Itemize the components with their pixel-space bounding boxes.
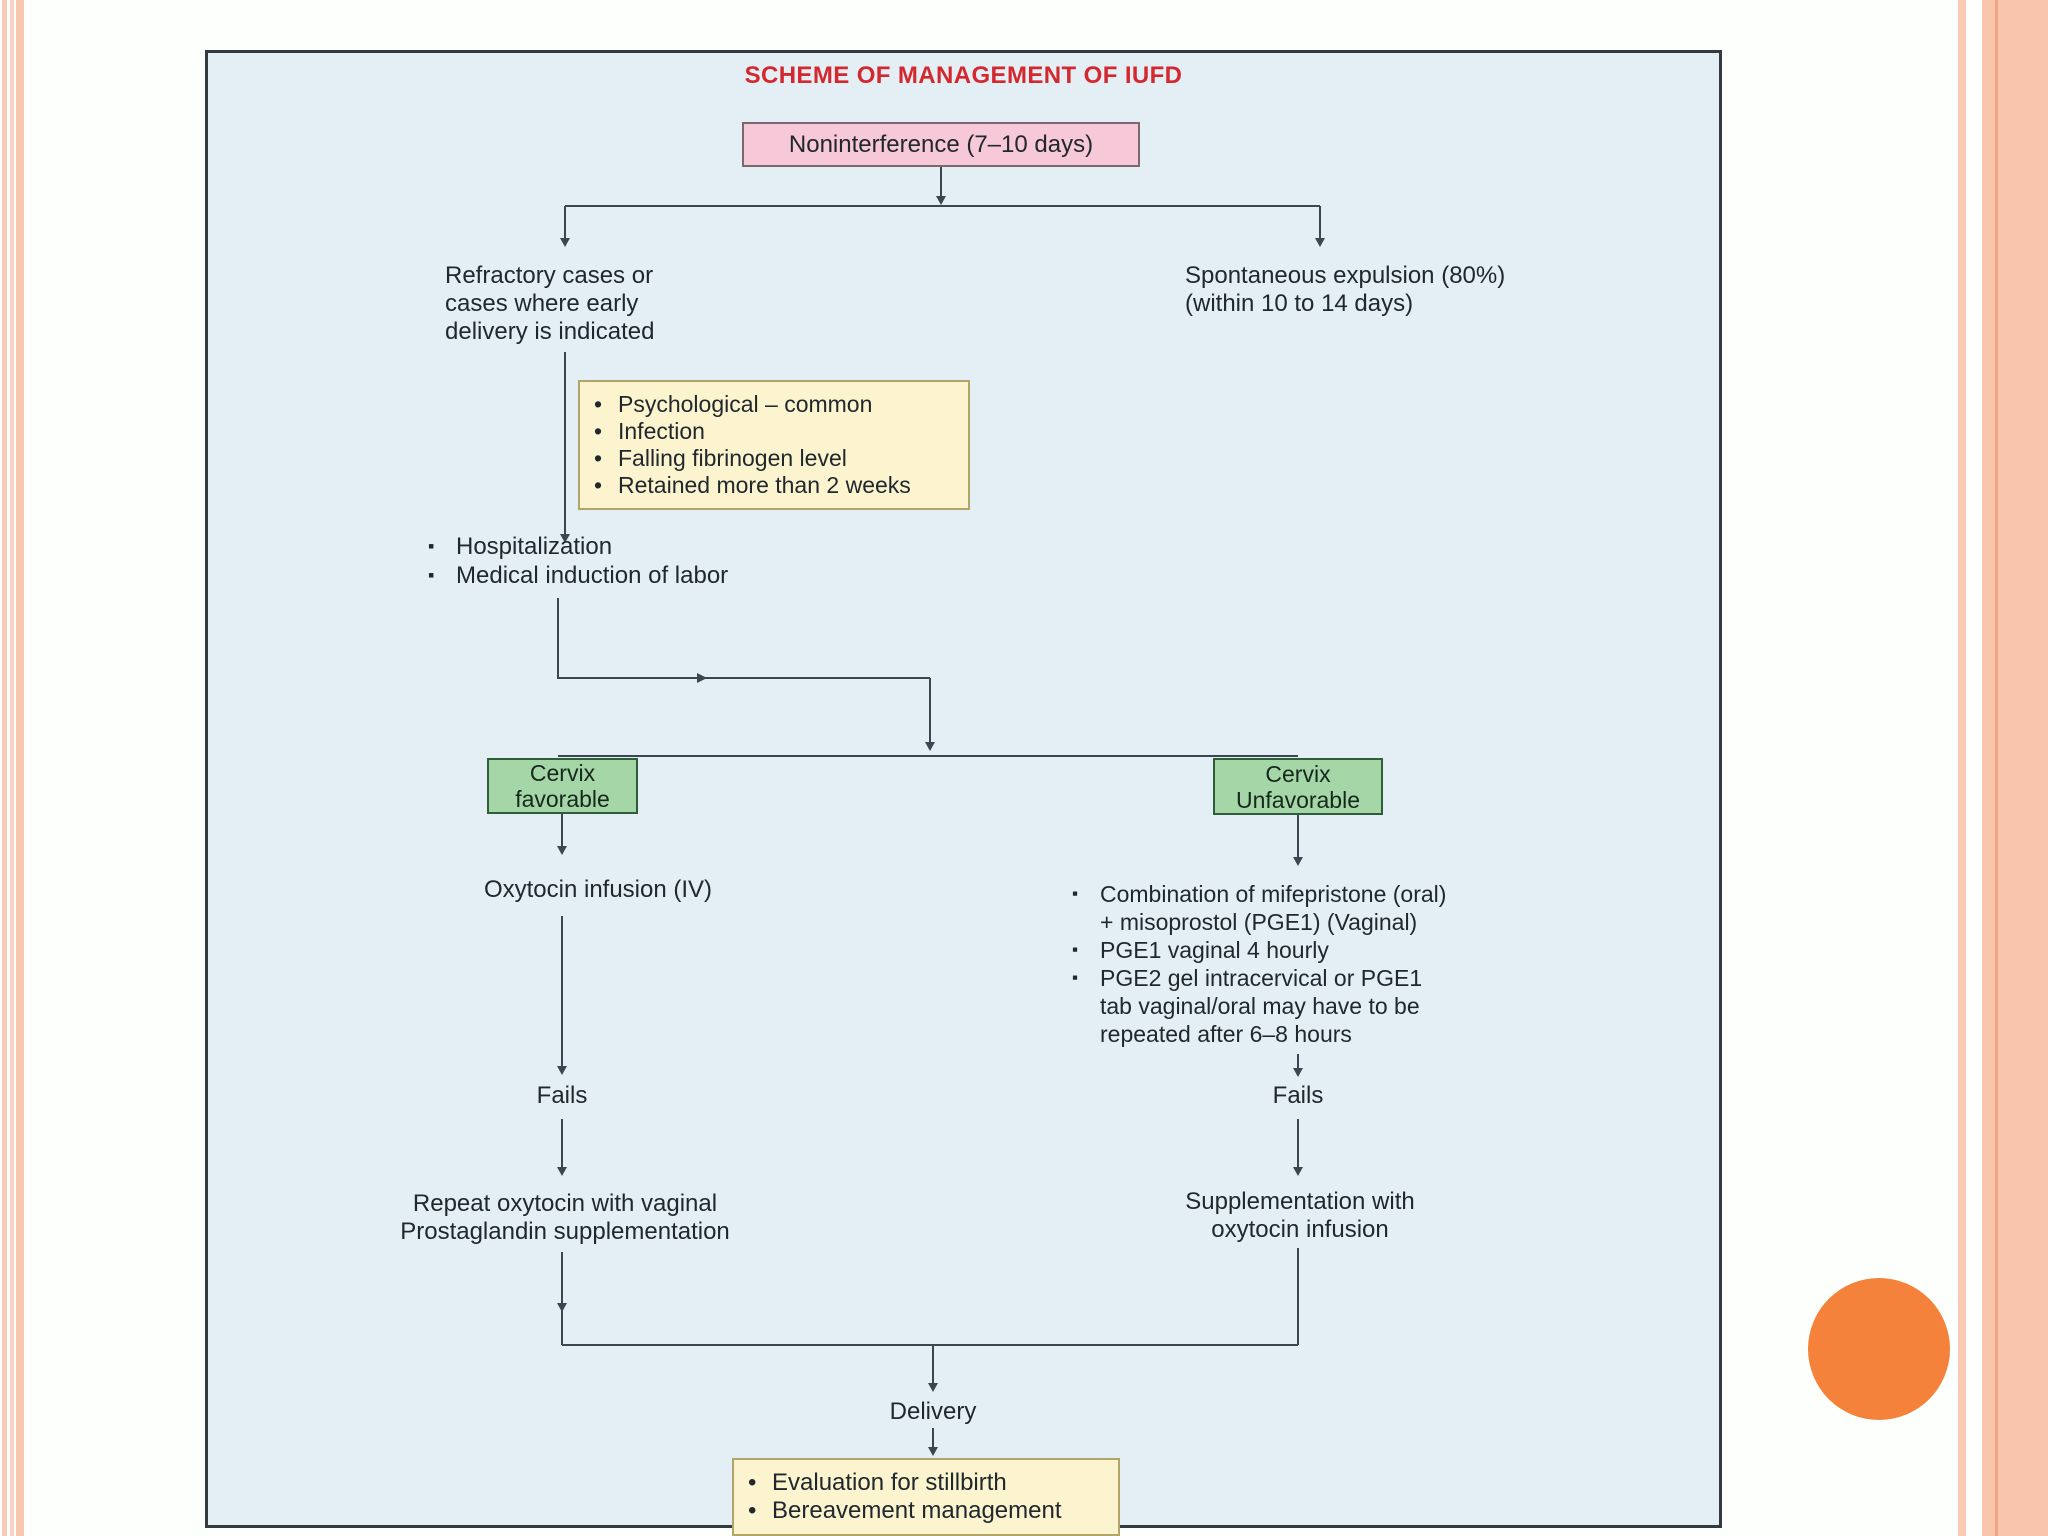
square-bullet-icon: ▪ — [1072, 940, 1079, 959]
option-label: PGE1 vaginal 4 hourly — [1100, 937, 1329, 963]
cervix-favorable-line: Cervix — [529, 760, 596, 786]
bullet-icon: • — [594, 418, 603, 444]
node-repeat-oxytocin: Repeat oxytocin with vaginal Prostagland… — [365, 1190, 765, 1246]
node-refractory-cases: Refractory cases or cases where early de… — [445, 262, 654, 346]
arrowhead-management — [560, 534, 570, 543]
indication-label: Infection — [618, 418, 705, 444]
repeat-oxytocin-line: Prostaglandin supplementation — [400, 1218, 730, 1245]
arrowhead-repeat — [557, 1167, 567, 1176]
node-spontaneous-expulsion: Spontaneous expulsion (80%) (within 10 t… — [1185, 262, 1505, 318]
node-fails-right: Fails — [1272, 1082, 1324, 1109]
arrowhead-fails-right — [1293, 1068, 1303, 1077]
arrowhead-left-drop — [560, 238, 570, 247]
node-management-steps: ▪ Hospitalization ▪ Medical induction of… — [428, 532, 728, 590]
option-label-continued: tab vaginal/oral may have to be — [1100, 993, 1420, 1019]
refractory-line: Refractory cases or — [445, 262, 654, 289]
cervix-favorable-line: favorable — [515, 786, 610, 812]
arrowhead-right-drop — [1315, 238, 1325, 247]
node-noninterference: Noninterference (7–10 days) — [742, 122, 1140, 167]
node-final-steps: • Evaluation for stillbirth • Bereavemen… — [732, 1458, 1120, 1536]
supplementation-line: Supplementation with — [1185, 1188, 1415, 1215]
connector-management-elbow — [557, 598, 930, 679]
final-step-item: • Evaluation for stillbirth — [748, 1469, 1104, 1497]
final-step-item: • Bereavement management — [748, 1497, 1104, 1525]
option-label-continued: + misoprostol (PGE1) (Vaginal) — [1100, 909, 1418, 935]
square-bullet-icon: ▪ — [428, 565, 435, 585]
arrowhead-fails-left — [557, 1066, 567, 1075]
bullet-icon: • — [594, 472, 603, 498]
node-cervix-favorable: Cervix favorable — [487, 758, 638, 814]
option-item: ▪ Combination of mifepristone (oral) — [1072, 880, 1446, 908]
bullet-icon: • — [594, 391, 603, 417]
arrowhead-favorable — [557, 846, 567, 855]
node-unfavorable-options: ▪ Combination of mifepristone (oral) + m… — [1072, 880, 1446, 1048]
flowchart-panel — [205, 50, 1722, 1528]
option-item: ▪ PGE2 gel intracervical or PGE1 — [1072, 964, 1446, 992]
left-border-stripes — [0, 0, 26, 1536]
square-bullet-icon: ▪ — [1072, 968, 1079, 987]
management-label: Hospitalization — [456, 533, 613, 560]
cervix-unfavorable-line: Cervix — [1265, 760, 1331, 787]
node-induction-indications: • Psychological – common • Infection • F… — [578, 380, 970, 510]
spontaneous-line: Spontaneous expulsion (80%) — [1185, 262, 1506, 289]
management-item: ▪ Hospitalization — [428, 532, 728, 561]
bullet-icon: • — [748, 1497, 757, 1524]
repeat-oxytocin-line: Repeat oxytocin with vaginal — [412, 1190, 718, 1217]
arrowhead-merge-left — [557, 1303, 567, 1312]
orange-circle-decoration — [1808, 1278, 1950, 1420]
option-item: ▪ PGE1 vaginal 4 hourly — [1072, 936, 1446, 964]
indication-label: Falling fibrinogen level — [618, 445, 847, 471]
indication-item: • Falling fibrinogen level — [594, 445, 954, 472]
arrowhead-delivery — [928, 1383, 938, 1392]
cervix-unfavorable-line: Unfavorable — [1235, 786, 1361, 813]
arrowhead-supplement — [1293, 1167, 1303, 1176]
node-oxytocin-infusion: Oxytocin infusion (IV) — [483, 876, 713, 903]
supplementation-line: oxytocin infusion — [1211, 1216, 1389, 1243]
indication-label: Psychological – common — [618, 391, 873, 417]
arrowhead-unfavorable — [1293, 857, 1303, 866]
right-border-stripes — [1958, 0, 2048, 1536]
indication-item: • Infection — [594, 418, 954, 445]
refractory-line: cases where early — [445, 290, 639, 317]
node-cervix-unfavorable: Cervix Unfavorable — [1213, 758, 1383, 815]
node-supplementation: Supplementation with oxytocin infusion — [1150, 1188, 1450, 1244]
final-step-label: Evaluation for stillbirth — [772, 1469, 1007, 1496]
node-fails-left: Fails — [536, 1082, 588, 1109]
arrowhead-root — [936, 196, 946, 205]
refractory-line: delivery is indicated — [445, 318, 655, 345]
indication-label: Retained more than 2 weeks — [618, 472, 911, 498]
bullet-icon: • — [748, 1469, 757, 1496]
spontaneous-line: (within 10 to 14 days) — [1185, 290, 1414, 317]
arrowhead-final — [928, 1447, 938, 1456]
node-delivery: Delivery — [889, 1398, 977, 1425]
arrowhead-elbow-down — [925, 742, 935, 751]
management-item: ▪ Medical induction of labor — [428, 561, 728, 590]
indication-item: • Retained more than 2 weeks — [594, 472, 954, 499]
node-noninterference-label: Noninterference (7–10 days) — [788, 130, 1094, 158]
square-bullet-icon: ▪ — [428, 536, 435, 556]
option-label: Combination of mifepristone (oral) — [1100, 881, 1447, 907]
final-step-label: Bereavement management — [772, 1497, 1062, 1524]
option-label: PGE2 gel intracervical or PGE1 — [1100, 965, 1423, 991]
management-label: Medical induction of labor — [456, 562, 729, 589]
option-label-continued: repeated after 6–8 hours — [1100, 1021, 1352, 1047]
indication-item: • Psychological – common — [594, 391, 954, 418]
arrowhead-elbow-mid — [697, 673, 707, 683]
page-title: SCHEME OF MANAGEMENT OF IUFD — [744, 62, 1183, 89]
bullet-icon: • — [594, 445, 603, 471]
square-bullet-icon: ▪ — [1072, 884, 1079, 903]
